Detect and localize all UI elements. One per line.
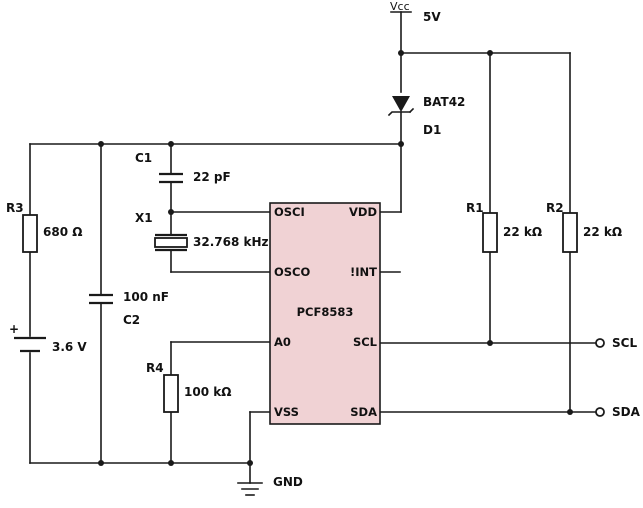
terminal-sda: SDA <box>595 405 641 419</box>
r4-value: 100 kΩ <box>184 385 231 399</box>
junction-dot <box>487 50 493 56</box>
terminal-scl: SCL <box>595 336 637 350</box>
resistor-r2: R2 22 kΩ <box>546 201 622 253</box>
junction-dot <box>567 409 573 415</box>
battery-voltage: 3.6 V <box>52 340 87 354</box>
diode-ref: D1 <box>423 123 441 137</box>
resistor-body <box>562 212 578 253</box>
c2-ref: C2 <box>123 313 140 327</box>
resistor-r4: R4 100 kΩ <box>146 361 231 413</box>
ic-name: PCF8583 <box>297 305 354 319</box>
r1-value: 22 kΩ <box>503 225 542 239</box>
r2-value: 22 kΩ <box>583 225 622 239</box>
battery-plus-sign: + <box>9 322 19 336</box>
ic-pcf8583: PCF8583 OSCI OSCO A0 VSS VDD !INT SCL SD… <box>269 202 381 425</box>
r4-ref: R4 <box>146 361 164 375</box>
terminal-connector-icon <box>595 407 605 417</box>
diode-symbol <box>392 96 410 112</box>
r3-ref: R3 <box>6 201 24 215</box>
vcc-supply: Vcc 5V <box>390 0 441 24</box>
vcc-voltage: 5V <box>423 10 441 24</box>
diode-d1: BAT42 D1 <box>387 95 465 137</box>
x1-ref: X1 <box>135 211 153 225</box>
terminal-scl-label: SCL <box>612 336 637 350</box>
crystal-x1: X1 32.768 kHz <box>135 211 269 252</box>
resistor-body <box>163 374 179 413</box>
junction-dot <box>398 50 404 56</box>
junction-dot <box>168 141 174 147</box>
pin-int: !INT <box>350 265 377 279</box>
pin-vss: VSS <box>274 405 299 419</box>
c2-value: 100 nF <box>123 290 169 304</box>
ground-label: GND <box>273 475 303 489</box>
x1-value: 32.768 kHz <box>193 235 269 249</box>
pin-osco: OSCO <box>274 265 310 279</box>
c1-value: 22 pF <box>193 170 231 184</box>
capacitor-c1: C1 22 pF <box>135 151 231 184</box>
terminal-sda-label: SDA <box>612 405 641 419</box>
crystal-body <box>154 237 188 248</box>
pin-osci: OSCI <box>274 205 305 219</box>
junctions <box>98 50 573 466</box>
pin-vdd: VDD <box>349 205 377 219</box>
pin-sda: SDA <box>350 405 377 419</box>
vcc-label: Vcc <box>390 0 410 13</box>
ic-body <box>269 202 381 425</box>
r2-ref: R2 <box>546 201 564 215</box>
ground-symbol: GND <box>237 475 303 496</box>
resistor-r3: R3 680 Ω <box>6 201 82 253</box>
battery: + 3.6 V <box>9 322 87 354</box>
r3-value: 680 Ω <box>43 225 82 239</box>
pin-scl: SCL <box>353 335 378 349</box>
resistor-body <box>482 212 498 253</box>
capacitor-c2: 100 nF C2 <box>89 290 169 327</box>
junction-dot <box>487 340 493 346</box>
c1-ref: C1 <box>135 151 152 165</box>
resistor-body <box>22 214 38 253</box>
r1-ref: R1 <box>466 201 484 215</box>
terminal-connector-icon <box>595 338 605 348</box>
junction-dot <box>247 460 253 466</box>
junction-dot <box>168 209 174 215</box>
pin-a0: A0 <box>274 335 291 349</box>
junction-dot <box>398 141 404 147</box>
junction-dot <box>98 141 104 147</box>
junction-dot <box>98 460 104 466</box>
junction-dot <box>168 460 174 466</box>
diode-part: BAT42 <box>423 95 465 109</box>
resistor-r1: R1 22 kΩ <box>466 201 542 253</box>
